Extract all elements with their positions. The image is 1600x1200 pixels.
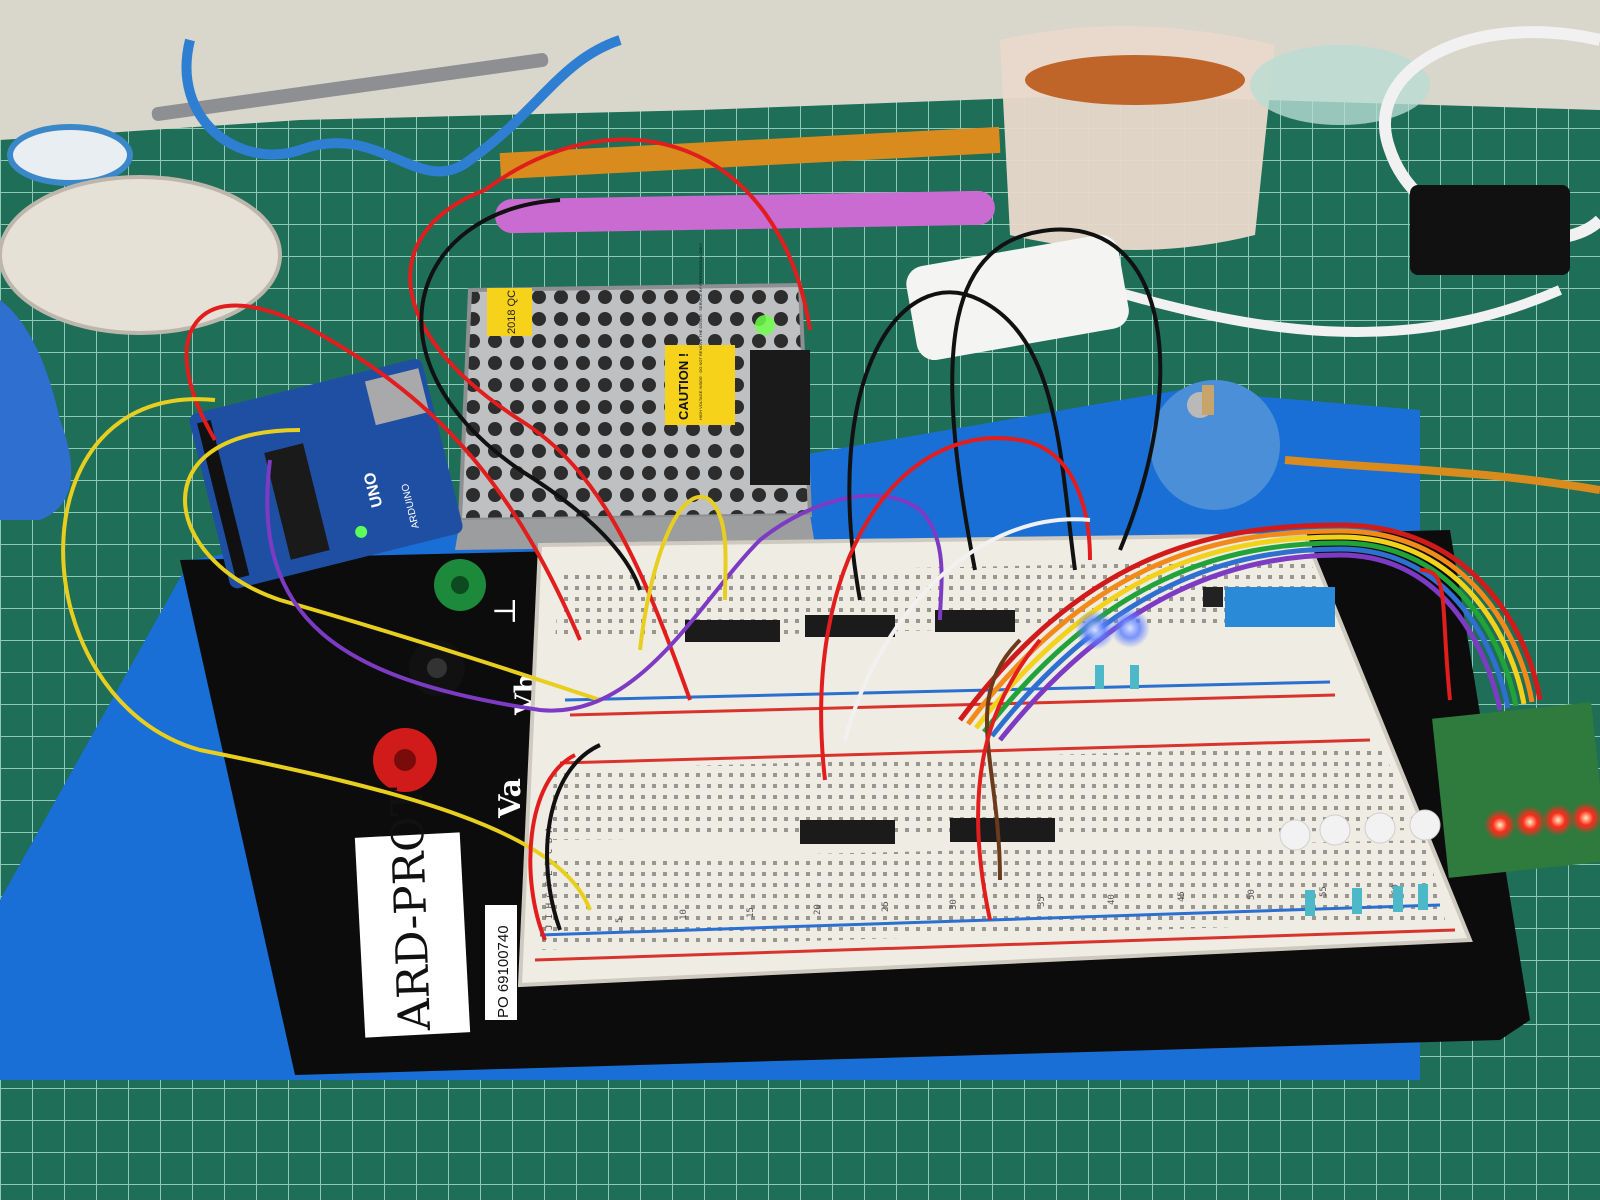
black-wire <box>545 743 601 931</box>
resistor <box>1352 888 1362 914</box>
board-label-sticker <box>354 832 471 1038</box>
yellow-wire <box>638 495 728 651</box>
blue-screwdriver-handle <box>0 300 72 520</box>
red-wire <box>976 638 1042 921</box>
column-number: 50 <box>1247 889 1257 900</box>
pushbutton <box>1203 587 1223 607</box>
blue-led <box>1110 608 1150 648</box>
solder-wick-spool <box>7 124 133 186</box>
terminal-label-va: Va <box>493 778 528 819</box>
binding-post-red <box>373 728 437 792</box>
column-number: 45 <box>1177 891 1187 902</box>
rail-red-bottom <box>534 928 1456 962</box>
terminal-label-ground: ⊥ <box>488 597 523 625</box>
ic-chip <box>935 610 1015 632</box>
red-wire <box>819 436 1092 781</box>
column-number: 25 <box>881 901 891 912</box>
rail-red-mid <box>559 738 1371 765</box>
white-wire <box>843 517 1091 741</box>
psu-year-sticker-text: 2018 QC <box>506 290 518 334</box>
rail-blue-top <box>564 680 1331 702</box>
led-driver-module <box>1432 702 1600 878</box>
clear-led <box>1279 819 1311 851</box>
red-led <box>1514 806 1546 838</box>
column-number: 40 <box>1107 894 1117 905</box>
led-strip <box>499 126 1001 180</box>
psu-year-sticker <box>487 288 532 336</box>
resistors <box>1095 665 1428 916</box>
red-wire <box>184 303 582 641</box>
ic-chip <box>685 620 780 642</box>
resistor <box>1095 665 1104 689</box>
board-label-text: ARD-PROT <box>382 786 442 1033</box>
caution-sticker <box>665 345 735 425</box>
helping-hands-bar <box>151 53 549 121</box>
ic-chip <box>950 818 1055 842</box>
blue-cable <box>181 35 622 177</box>
column-number: 15 <box>746 907 756 918</box>
red-wire <box>1419 568 1452 701</box>
red-wire <box>528 753 576 941</box>
column-number: 30 <box>949 899 959 910</box>
popsicle-stick <box>495 190 995 234</box>
petri-dish <box>0 175 282 335</box>
black-wire <box>419 198 642 591</box>
resistor <box>1305 890 1315 916</box>
binding-post-ground <box>434 559 486 611</box>
clear-led <box>1319 814 1351 846</box>
caution-sticker-subtext: HIGH VOLTAGE INSIDE · DO NOT REMOVE THE … <box>698 243 703 420</box>
blue-led <box>1075 610 1115 650</box>
header-pins <box>197 419 250 579</box>
resistor <box>1418 884 1428 910</box>
red-led <box>1570 802 1600 834</box>
motor-leads <box>1284 456 1600 494</box>
rail-red-top <box>569 693 1336 717</box>
clear-led <box>1409 809 1441 841</box>
column-number: 20 <box>813 904 823 915</box>
column-number: 35 <box>1037 896 1047 907</box>
red-wire <box>408 188 692 701</box>
usb-power-adapter <box>906 234 1129 360</box>
black-wire <box>847 290 1077 601</box>
dip-switch <box>1225 587 1335 627</box>
black-wire <box>950 227 1163 571</box>
stepper-motor <box>1150 380 1280 510</box>
copper-wire-bits <box>1025 55 1245 105</box>
column-number: 55 <box>1319 886 1329 897</box>
atmega-chip <box>264 443 330 560</box>
ic-chip <box>800 820 895 844</box>
jumper-wires <box>61 137 1452 941</box>
yellow-wire <box>61 397 592 911</box>
psu-power-led <box>755 315 775 335</box>
ic-chip <box>805 615 895 637</box>
column-number: 10 <box>679 909 689 920</box>
resistor <box>1393 886 1403 912</box>
purple-wire <box>265 459 944 713</box>
terminal-block <box>750 350 810 485</box>
battery-holder <box>1410 185 1570 275</box>
arduino-uno-board: UNO ARDUINO <box>189 358 463 589</box>
binding-post-black <box>409 640 465 696</box>
white-cable-2 <box>1108 285 1563 337</box>
part-number-text: PO 69100740 <box>495 925 512 1018</box>
red-wire <box>483 137 812 331</box>
arduino-power-led <box>355 525 368 538</box>
part-number-sticker <box>485 905 517 1020</box>
red-led-array <box>1484 802 1600 841</box>
red-led <box>1484 809 1516 841</box>
red-led <box>1542 804 1574 836</box>
column-number: 5 <box>615 918 625 923</box>
caution-sticker-text: CAUTION ! <box>676 353 691 420</box>
resistor <box>1130 665 1139 689</box>
yellow-wire <box>183 428 601 702</box>
usb-connector <box>364 368 430 426</box>
clear-led <box>1364 812 1396 844</box>
